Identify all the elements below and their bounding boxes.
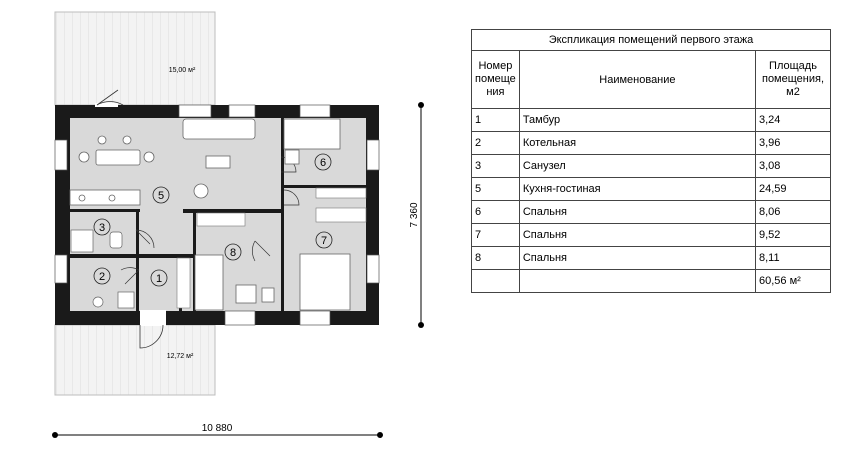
room-1-floor [139, 258, 179, 311]
table-row: 5 Кухня-гостиная 24,59 [471, 177, 831, 201]
room-number-markers: 5 6 7 8 3 2 1 [93, 153, 333, 287]
furniture-bedrooms [194, 118, 351, 311]
furniture-living [69, 118, 256, 206]
wardrobes [176, 187, 367, 309]
room-label-1: 1 [156, 273, 162, 285]
terrace-bottom [54, 324, 216, 396]
dimension-width-label: 10 880 [202, 423, 233, 434]
table-row: 1 Тамбур 3,24 [471, 108, 831, 132]
room-label-2: 2 [99, 271, 105, 283]
terrace-bottom-area: 12,72 м² [167, 353, 194, 360]
table-row: 6 Спальня 8,06 [471, 200, 831, 224]
dimension-width: 10 880 [52, 423, 383, 438]
table-row: 2 Котельная 3,96 [471, 131, 831, 155]
header-area: Площадь помещения, м2 [755, 50, 831, 109]
room-label-8: 8 [230, 247, 236, 259]
table-row: 8 Спальня 8,11 [471, 246, 831, 270]
bathroom-fixtures [70, 229, 135, 309]
dimension-height-label: 7 360 [409, 202, 420, 227]
corridor-floor [139, 212, 193, 258]
room-label-6: 6 [320, 157, 326, 169]
terrace-top-area: 15,00 м² [169, 67, 196, 74]
windows [54, 104, 380, 326]
entrance-door-bottom [139, 310, 166, 349]
room-label-3: 3 [99, 222, 105, 234]
header-name: Наименование [518, 50, 757, 109]
header-number: Номер помеще ния [471, 50, 520, 109]
terrace-top [54, 11, 216, 106]
table-total-row: 60,56 м² [471, 269, 831, 293]
room-label-5: 5 [158, 190, 164, 202]
room-explication-table: Экспликация помещений первого этажа Номе… [471, 29, 831, 293]
table-row: 3 Санузел 3,08 [471, 154, 831, 178]
table-total: 60,56 м² [755, 269, 831, 293]
interior-doors [120, 156, 300, 285]
table-row: 7 Спальня 9,52 [471, 223, 831, 247]
dimension-height: 7 360 [409, 102, 424, 328]
table-title: Экспликация помещений первого этажа [471, 29, 831, 51]
entrance-door-top [95, 89, 124, 107]
room-label-7: 7 [321, 235, 327, 247]
